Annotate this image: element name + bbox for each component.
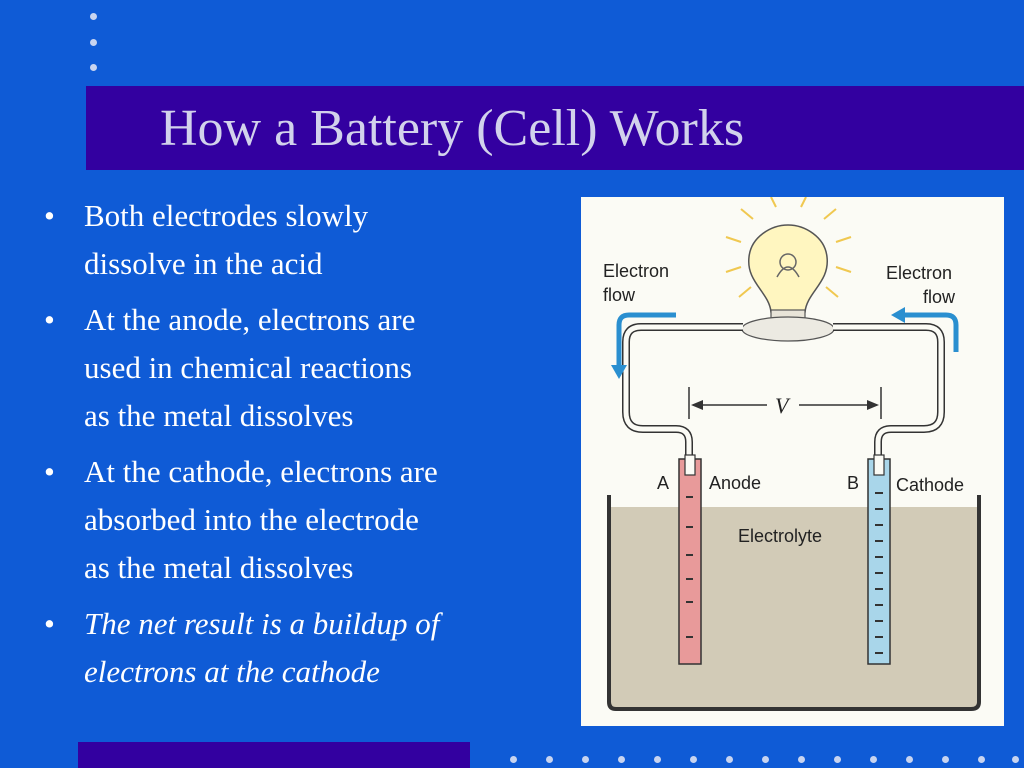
bullet-text: At the anode, electrons are used in chem…: [84, 302, 416, 433]
slide-title: How a Battery (Cell) Works: [160, 100, 745, 157]
bullet-glyph: •: [44, 198, 55, 233]
decor-dot: [90, 13, 97, 20]
decor-dot: [690, 756, 697, 763]
decor-dot: [762, 756, 769, 763]
electrolyte: [611, 507, 977, 707]
cathode-letter: B: [847, 473, 859, 493]
bullet-glyph: •: [44, 454, 55, 489]
electron-flow-arrow-right: [903, 312, 959, 352]
decor-dot: [654, 756, 661, 763]
decor-dot: [1012, 756, 1019, 763]
bullet-item: • At the cathode, electrons are absorbed…: [44, 448, 564, 592]
electrolyte-label: Electrolyte: [738, 526, 822, 546]
bullet-glyph: •: [44, 302, 55, 337]
electron-flow-label-left: flow: [603, 285, 636, 305]
decor-dot: [90, 64, 97, 71]
anode-charge-marks: [686, 496, 693, 638]
cathode-electrode: [867, 458, 891, 665]
anode-letter: A: [657, 473, 669, 493]
decor-dot: [618, 756, 625, 763]
bullet-text: The net result is a buildup of electrons…: [84, 606, 440, 689]
light-bulb-icon: [748, 224, 828, 313]
electron-flow-arrow-left: [616, 312, 676, 367]
decor-dot: [906, 756, 913, 763]
bullet-item: • Both electrodes slowly dissolve in the…: [44, 192, 564, 288]
decor-dot: [582, 756, 589, 763]
electron-flow-label-right: flow: [923, 287, 956, 307]
decor-dot: [978, 756, 985, 763]
decor-dot: [942, 756, 949, 763]
cathode-charge-marks: [875, 492, 883, 654]
electron-flow-label-right: Electron: [886, 263, 952, 283]
battery-diagram: Electron flow Electron flow V Electrolyt…: [581, 197, 1004, 726]
decor-dot: [726, 756, 733, 763]
bullet-text: Both electrodes slowly dissolve in the a…: [84, 198, 369, 281]
decor-dot: [546, 756, 553, 763]
arrow-down-icon: [611, 365, 627, 379]
bullet-item: • The net result is a buildup of electro…: [44, 600, 564, 696]
bullet-glyph: •: [44, 606, 55, 641]
voltage-label: V: [775, 393, 791, 418]
beaker: [607, 495, 981, 711]
decor-dot: [834, 756, 841, 763]
anode-label: Anode: [709, 473, 761, 493]
bullet-text: At the cathode, electrons are absorbed i…: [84, 454, 438, 585]
bullet-list: • Both electrodes slowly dissolve in the…: [44, 192, 564, 704]
decor-dot: [798, 756, 805, 763]
decor-dot: [90, 39, 97, 46]
cathode-label: Cathode: [896, 475, 964, 495]
bulb-rays: [725, 197, 852, 298]
decor-dot: [870, 756, 877, 763]
voltage-indicator: [688, 387, 882, 419]
electron-flow-label-left: Electron: [603, 261, 669, 281]
arrow-left-icon: [891, 307, 905, 323]
bottom-bar: [78, 742, 470, 768]
battery-diagram-svg: Electron flow Electron flow V Electrolyt…: [603, 197, 981, 711]
bullet-item: • At the anode, electrons are used in ch…: [44, 296, 564, 440]
bulb-socket: [741, 316, 835, 342]
decor-dot: [510, 756, 517, 763]
anode-electrode: [678, 458, 702, 665]
title-bar: [86, 86, 1024, 170]
